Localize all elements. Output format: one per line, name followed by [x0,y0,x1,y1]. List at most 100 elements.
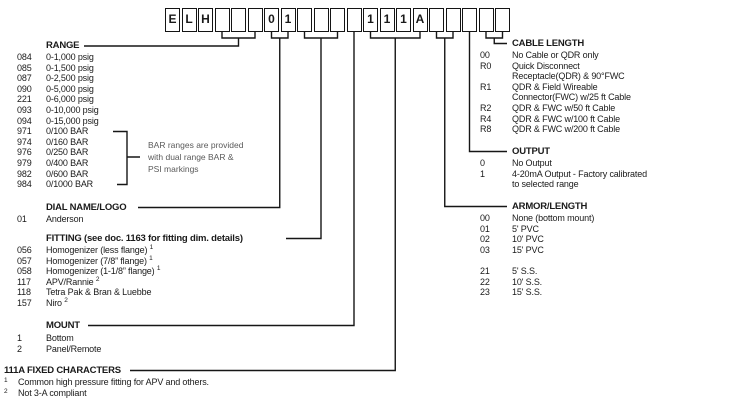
list-item: R2 QDR & FWC w/50 ft Cable [480,103,631,114]
item-code: 085 [17,62,32,73]
item-code: 118 [17,287,31,298]
item-code: 00 [480,213,490,223]
item-label: APV/Rannie 2 [46,275,100,287]
item-code: 0 [480,158,485,168]
item-code: 21 [480,265,490,276]
item-code: R0 [480,60,492,71]
list-item: 974 0/160 BAR [17,137,99,148]
list-item: R8 QDR & FWC w/200 ft Cable [480,124,631,135]
code-box: 0 [264,8,279,32]
cable-bracket-line [485,32,507,45]
list-item: 02 10' PVC [480,234,594,245]
code-box: 1 [280,8,296,32]
list-item: 984 0/1000 BAR [17,179,99,190]
list-item: 1 Bottom [17,333,101,344]
item-code: 02 [480,234,490,245]
list-item: 0 No Output [480,158,647,169]
list-item: 23 15' S.S. [480,287,594,298]
list-item: 971 0/100 BAR [17,126,99,137]
mount-line [88,32,355,327]
code-box [346,8,362,32]
code-box: 1 [363,8,378,32]
item-label: 0-10,000 psig [46,104,99,115]
code-box [445,8,461,32]
item-label: Quick Disconnect Receptacle(QDR) & 90°FW… [512,60,625,82]
item-code: 084 [17,52,32,62]
item-code: 221 [17,94,32,105]
code-box [247,8,263,32]
code-box [313,8,329,32]
item-code: R4 [480,113,492,124]
item-code: 03 [480,244,490,255]
code-box: H [198,8,213,32]
item-code: 979 [17,157,32,168]
list-item: 057 Homogenizer (7/8” flange) 1 [17,255,160,267]
list-item: 976 0/250 BAR [17,147,99,158]
item-label: 0/250 BAR [46,147,89,158]
list-item: 01 Anderson [17,214,83,225]
item-label: QDR & FWC w/100 ft Cable [512,113,620,124]
item-label: 0/1000 BAR [46,179,94,190]
item-label: QDR & FWC w/50 ft Cable [512,102,616,113]
dial-title: DIAL NAME/LOGO [46,202,127,213]
range-title: RANGE [46,40,80,51]
output-line [468,32,507,153]
list-item: 982 0/600 BAR [17,169,99,180]
item-code: 01 [480,223,490,234]
fixed-bracket-line [130,32,421,372]
code-box [330,8,345,32]
bar-ranges-bracket [113,130,140,186]
item-label: 4-20mA Output - Factory calibrated to se… [512,168,647,190]
fitting-bracket-line [286,32,339,240]
list-item: 03 15' PVC [480,245,594,256]
armor-length-title: ARMOR/LENGTH [512,201,588,212]
item-label: None (bottom mount) [512,213,595,223]
list-item: 058 Homogenizer (1-1/8” flange) 1 [17,265,161,277]
item-code: 2 [17,343,22,354]
item-code: 23 [480,287,490,298]
list-item: 090 0-5,000 psig [17,84,99,95]
item-code: 058 [17,266,32,277]
item-label: 5' S.S. [512,265,538,276]
item-label: QDR & Field Wireable Connector(FWC) w/25… [512,81,631,103]
list-item: 118 Tetra Pak & Bran & Luebbe [17,287,160,298]
item-code: 974 [17,136,32,147]
dial-bracket-line [138,32,289,209]
item-label: 0-6,000 psig [46,94,94,105]
list-item: 087 0-2,500 psig [17,73,99,84]
item-label: 0/160 BAR [46,136,89,147]
code-box: 1 [396,8,411,32]
code-box [429,8,444,32]
item-label: 0-15,000 psig [46,115,99,126]
item-code: R1 [480,81,492,92]
code-box [462,8,477,32]
code-box [297,8,312,32]
item-label: 15' PVC [512,244,544,255]
item-label: 0/400 BAR [46,157,89,168]
item-code: 057 [17,255,32,266]
code-box: 1 [379,8,395,32]
range-bracket-line [84,32,256,47]
item-code: 090 [17,83,32,94]
item-label: 0-5,000 psig [46,83,94,94]
footnote: 1 Common high pressure fitting for APV a… [4,377,209,388]
item-code: 984 [17,179,32,190]
item-code: 982 [17,168,32,179]
list-item: R4 QDR & FWC w/100 ft Cable [480,114,631,125]
item-label: QDR & FWC w/200 ft Cable [512,124,620,135]
fitting-title: FITTING (see doc. 1163 for fitting dim. … [46,233,243,244]
armor-length-list: 00 None (bottom mount) 01 5' PVC 02 10' … [480,213,594,298]
item-code: R8 [480,124,492,135]
item-label: 0-1,000 psig [46,52,94,62]
list-item: 094 0-15,000 psig [17,116,99,127]
list-item: 221 0-6,000 psig [17,94,99,105]
item-code: 117 [17,276,31,287]
item-label: Niro 2 [46,296,68,308]
fitting-list: 056 Homogenizer (less flange) 1 057 Homo… [17,244,161,309]
list-item: R1 QDR & Field Wireable Connector(FWC) w… [480,82,631,103]
footnote-text: Common high pressure fitting for APV and… [18,377,209,387]
list-item: 093 0-10,000 psig [17,105,99,116]
list-item: 2 Panel/Remote [17,344,101,355]
list-item: 21 5' S.S. [480,266,594,277]
